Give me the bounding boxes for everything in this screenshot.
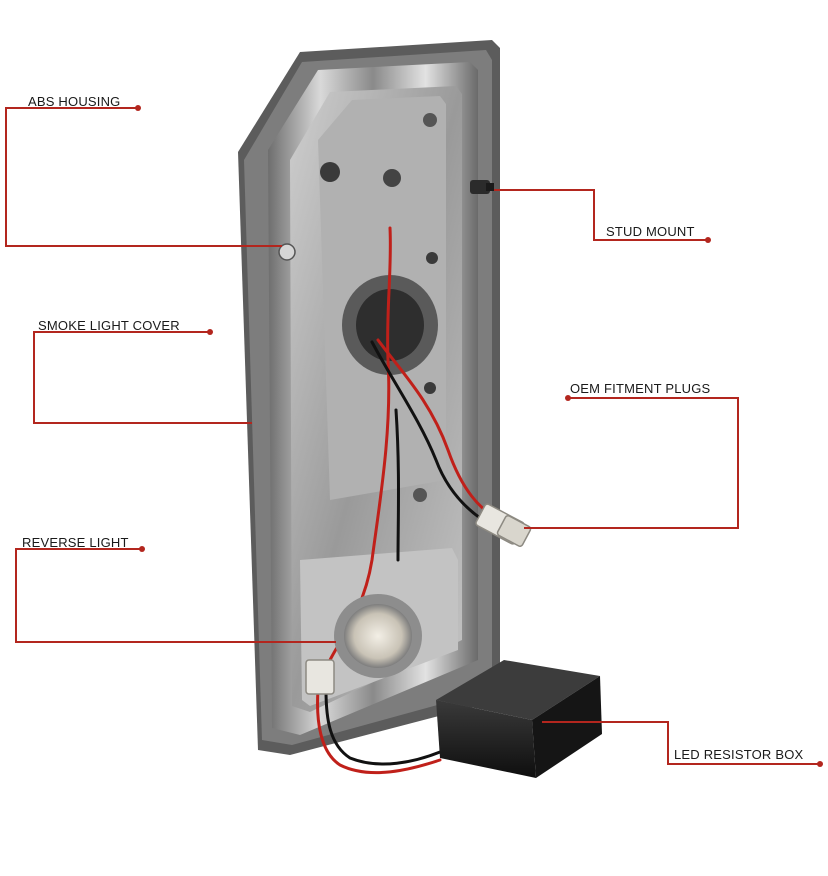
leader-lines	[5, 107, 820, 765]
oem-fitment-plugs	[475, 503, 532, 547]
stud-mount	[470, 180, 494, 194]
smoke-light-cover-label: SMOKE LIGHT COVER	[38, 318, 180, 333]
leader-smoke-light-cover	[33, 331, 252, 424]
oem-fitment-plugs-label: OEM FITMENT PLUGS	[570, 381, 711, 396]
reverse-light	[305, 594, 422, 695]
leader-reverse-light	[15, 548, 336, 643]
stud-mount-label: STUD MOUNT	[606, 224, 695, 239]
abs-housing-stud	[278, 243, 296, 261]
led-resistor-box	[436, 660, 602, 778]
leader-oem-fitment-plugs	[524, 397, 739, 529]
led-resistor-box-label: LED RESISTOR BOX	[674, 747, 804, 762]
leader-dots	[135, 105, 823, 767]
reverse-light-label: REVERSE LIGHT	[22, 535, 129, 550]
abs-housing-label: ABS HOUSING	[28, 94, 121, 109]
leader-abs-housing	[5, 107, 282, 247]
leader-stud-mount	[494, 189, 708, 241]
leader-led-resistor-box	[542, 721, 820, 765]
